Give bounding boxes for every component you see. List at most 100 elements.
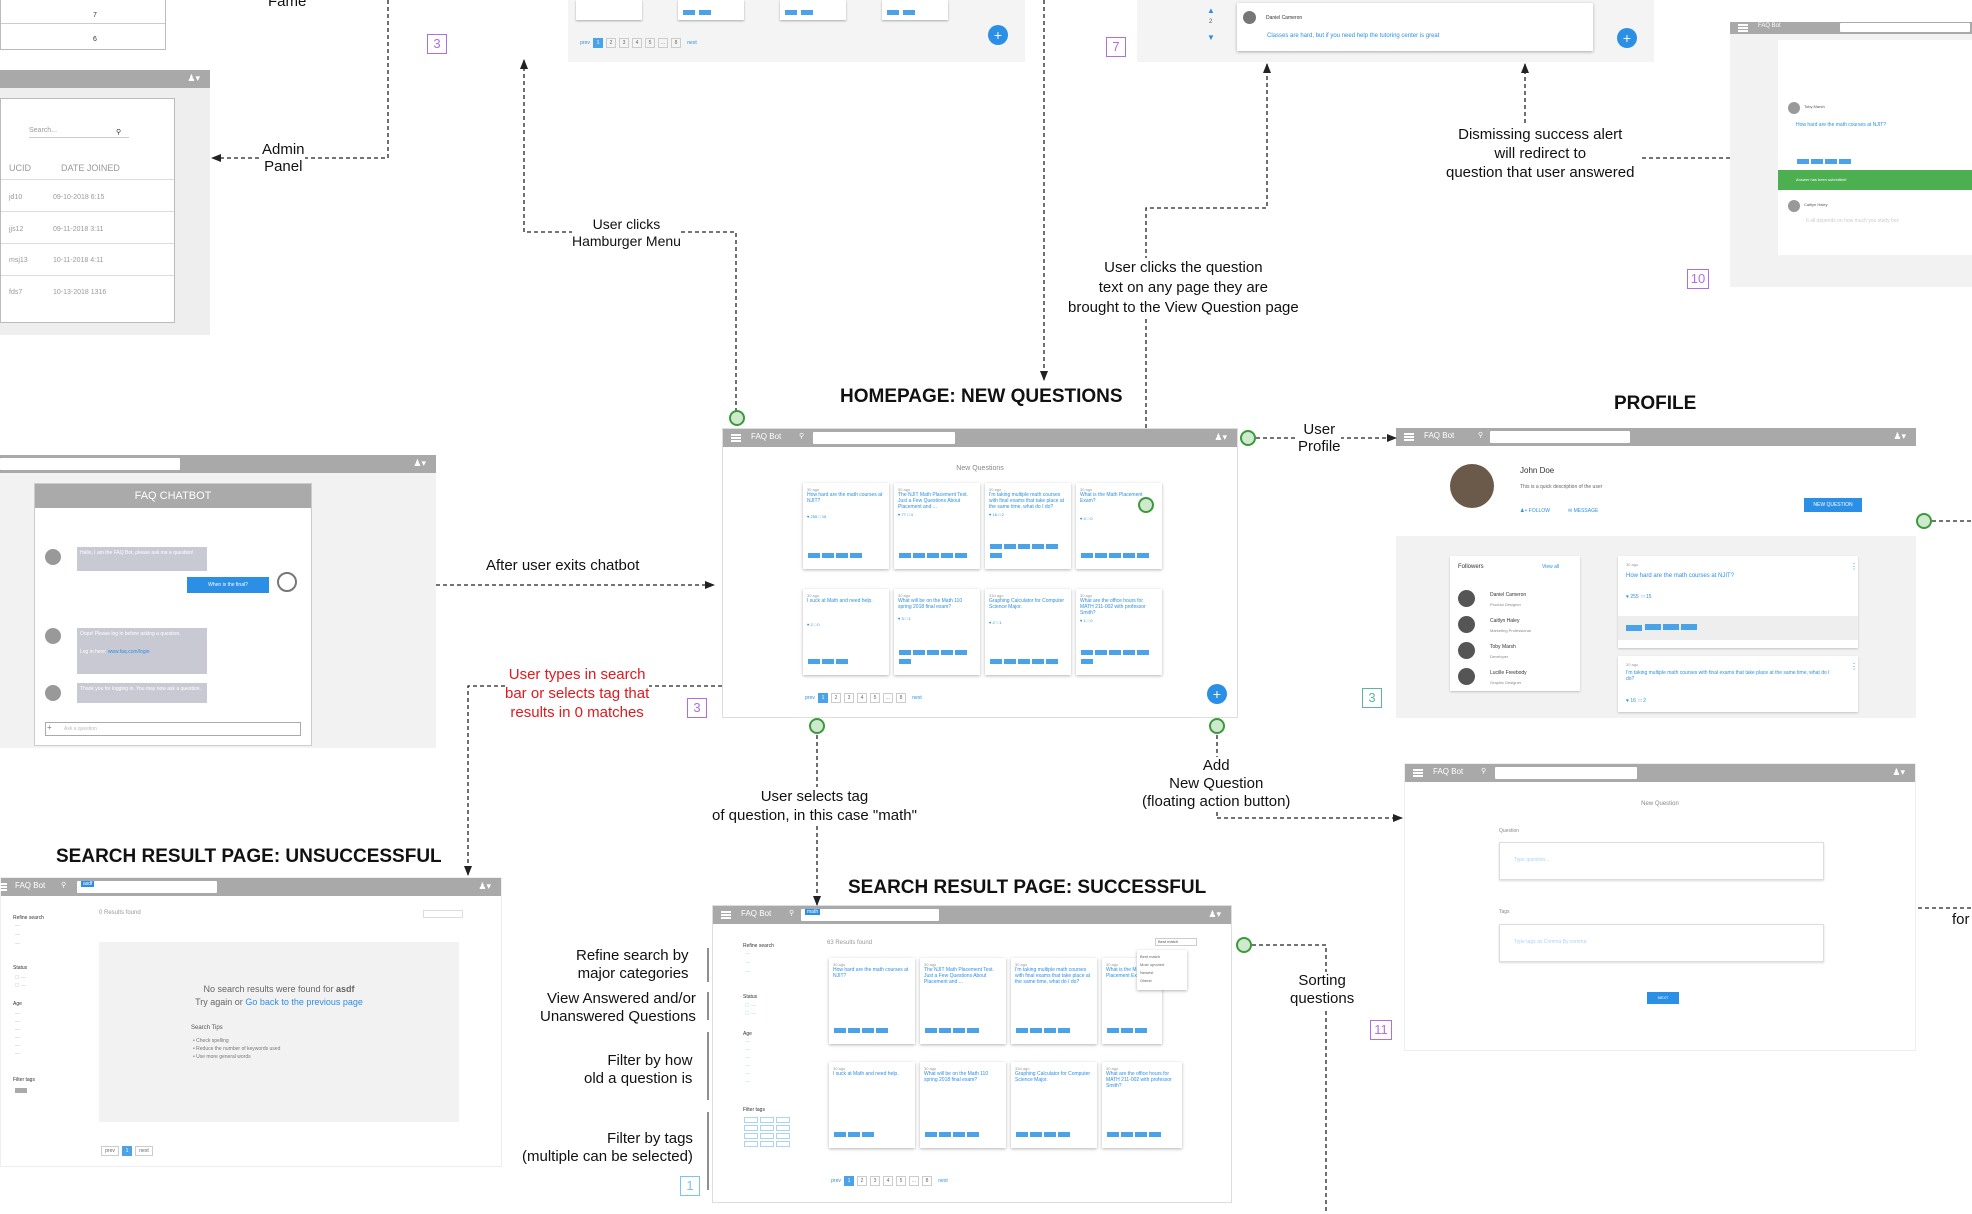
login-link[interactable]: www.faq.com/login [107, 649, 150, 655]
page-link[interactable]: 2 [857, 1176, 867, 1186]
search-input[interactable] [1495, 767, 1637, 779]
column-header-ucid[interactable]: UCID [9, 163, 31, 173]
page-link[interactable]: 8 [896, 693, 906, 703]
follower-name[interactable]: Daniel Cameron [1490, 592, 1527, 598]
search-icon[interactable]: ⚲ [789, 910, 795, 917]
search-input[interactable] [813, 432, 955, 444]
view-all-link[interactable]: View all [1542, 564, 1560, 570]
message-button[interactable]: ✉ MESSAGE [1568, 508, 1599, 514]
page-link[interactable]: 3 [870, 1176, 880, 1186]
page-link[interactable]: 5 [896, 1176, 906, 1186]
category-list[interactable]: ——— [745, 951, 750, 975]
new-question-button[interactable]: NEW QUESTION [1804, 498, 1862, 512]
page-link[interactable]: 1 [122, 1146, 132, 1156]
hamburger-icon[interactable] [721, 911, 731, 919]
search-input[interactable] [0, 458, 180, 470]
question-text[interactable]: I suck at Math and need help. [807, 598, 873, 604]
search-input[interactable]: Search... [29, 127, 58, 134]
page-link[interactable]: 3 [844, 693, 854, 703]
user-icon[interactable]: ♟▾ [187, 73, 200, 83]
age-list[interactable]: —————— [745, 1039, 750, 1085]
question-text[interactable]: What are the office hours for MATH 211-0… [1106, 1071, 1172, 1089]
question-card[interactable]: 30 ago How hard are the math courses at … [1618, 556, 1858, 648]
question-text[interactable]: The NJIT Math Placement Test. Just a Few… [898, 492, 968, 510]
status-checkboxes[interactable]: ☐ —☐ — [15, 975, 26, 989]
page-link[interactable]: 4 [632, 38, 642, 48]
page-link[interactable]: 5 [645, 38, 655, 48]
sort-option[interactable]: Oldest [1140, 978, 1152, 983]
question-text[interactable]: What are the office hours for MATH 211-0… [1080, 598, 1146, 616]
add-answer-fab[interactable]: + [1617, 28, 1637, 48]
page-link[interactable]: 1 [593, 38, 603, 48]
page-link[interactable]: 8 [922, 1176, 932, 1186]
question-text[interactable]: Graphing Calculator for Computer Science… [1015, 1071, 1091, 1083]
sort-option[interactable]: Most upvoted [1140, 962, 1165, 967]
sort-option[interactable]: Best match [1140, 954, 1161, 959]
user-icon[interactable]: ♟▾ [413, 458, 426, 468]
plus-icon[interactable]: + [47, 723, 52, 732]
question-text[interactable]: I'm taking multiple math courses with fi… [1015, 967, 1091, 985]
follower-name[interactable]: Caitlyn Haley [1490, 618, 1520, 624]
tag-filter-list[interactable] [743, 1116, 799, 1148]
add-question-fab[interactable]: + [988, 25, 1008, 45]
page-link[interactable]: 5 [870, 693, 880, 703]
hamburger-icon[interactable] [1404, 433, 1414, 441]
age-list[interactable]: —————— [15, 1011, 20, 1057]
tags-input[interactable]: Type tags as Comma By comma [1499, 924, 1824, 962]
search-input[interactable]: asdf [77, 881, 217, 893]
question-text[interactable]: What is the Math Placement Exam? [1080, 492, 1143, 504]
question-text[interactable]: What is the Math Placement Exam? [1106, 967, 1147, 979]
more-icon[interactable]: ⋮ [1850, 662, 1858, 671]
question-text[interactable]: How hard are the math courses at NJIT? [833, 967, 909, 979]
search-icon[interactable]: ⚲ [116, 129, 122, 136]
prev-link[interactable]: prev [580, 40, 590, 46]
search-icon[interactable]: ⚲ [799, 433, 805, 440]
add-question-fab[interactable]: + [1207, 684, 1227, 704]
page-link[interactable]: 1 [844, 1176, 854, 1186]
follower-name[interactable]: Toby Marsh [1490, 644, 1516, 650]
user-icon[interactable]: ♟▾ [1893, 431, 1906, 441]
question-text[interactable]: What will be on the Math 110 spring 2018… [898, 598, 963, 610]
prev-link[interactable]: prev [831, 1178, 841, 1184]
sort-option[interactable]: Newest [1140, 970, 1154, 975]
next-button[interactable]: NEXT [1647, 992, 1679, 1004]
page-link[interactable]: 4 [883, 1176, 893, 1186]
question-text[interactable]: The NJIT Math Placement Test. Just a Few… [924, 967, 994, 985]
follow-button[interactable]: ♟+ FOLLOW [1520, 508, 1550, 514]
downvote-icon[interactable]: ▼ [1207, 33, 1215, 42]
hamburger-icon[interactable] [0, 883, 7, 891]
question-text[interactable]: Graphing Calculator for Computer Science… [989, 598, 1065, 610]
user-icon[interactable]: ♟▾ [1208, 909, 1221, 919]
success-alert[interactable]: Answer has been submitted! [1778, 170, 1972, 190]
page-link[interactable]: 2 [831, 693, 841, 703]
page-link[interactable]: 2 [606, 38, 616, 48]
category-list[interactable]: ——— [15, 923, 20, 947]
tag-chip[interactable] [15, 1088, 27, 1093]
hamburger-icon[interactable] [1413, 769, 1423, 777]
search-icon[interactable]: ⚲ [1481, 768, 1487, 775]
search-icon[interactable]: ⚲ [1478, 432, 1484, 439]
next-link[interactable]: next [938, 1178, 948, 1184]
sort-dropdown[interactable] [423, 910, 463, 918]
upvote-icon[interactable]: ▲ [1207, 6, 1215, 15]
search-input[interactable] [1840, 23, 1970, 32]
user-icon[interactable]: ♟▾ [1892, 767, 1905, 777]
column-header-date[interactable]: DATE JOINED [61, 163, 120, 173]
search-input[interactable]: math [801, 909, 939, 921]
prev-link[interactable]: prev [101, 1146, 119, 1156]
question-text[interactable]: What will be on the Math 110 spring 2018… [924, 1071, 989, 1083]
page-link[interactable]: 1 [818, 693, 828, 703]
